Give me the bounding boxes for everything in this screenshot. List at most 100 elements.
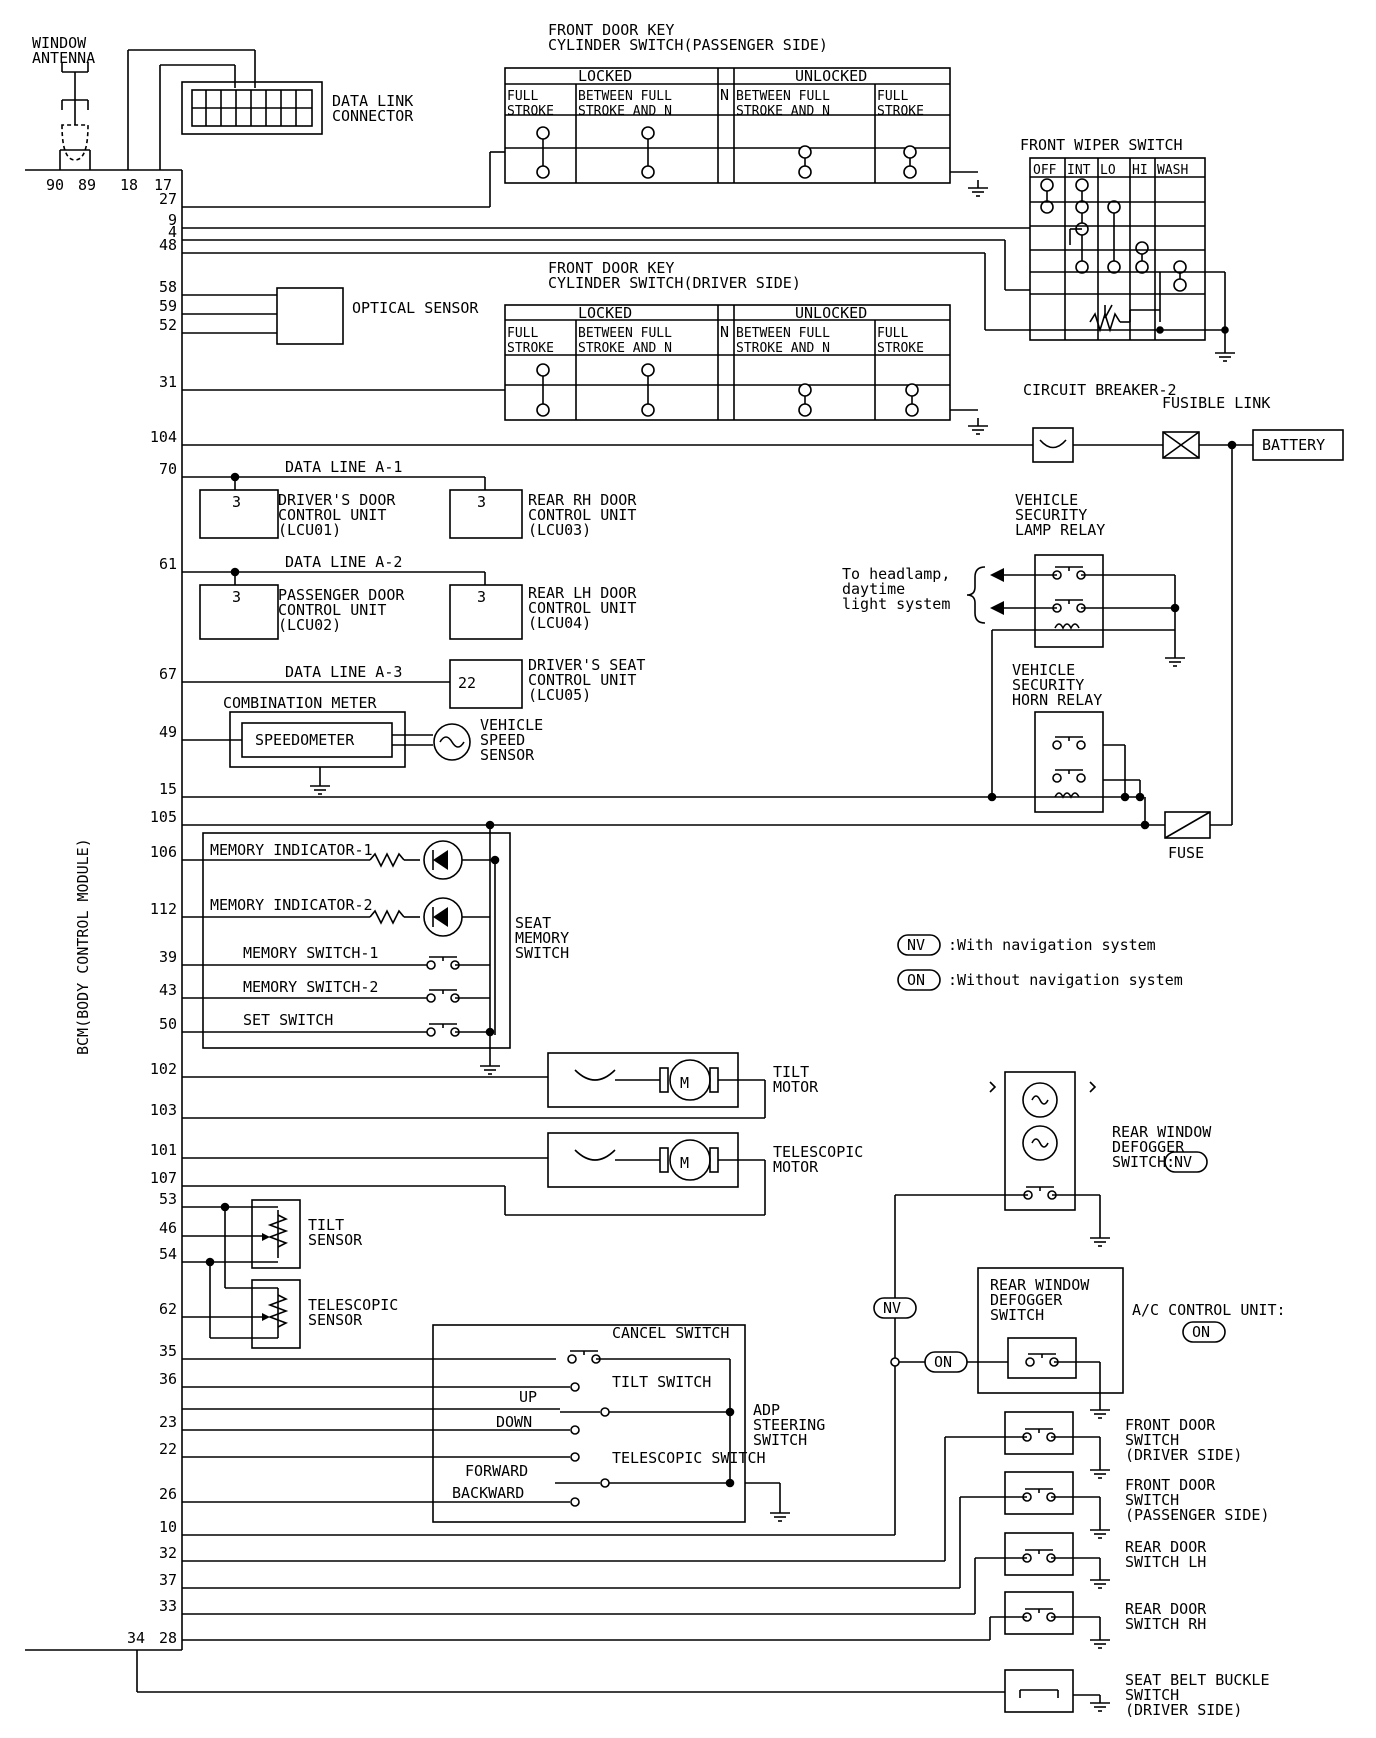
bcm-pin: 34 [127,1629,145,1647]
wiper-col: WASH [1157,163,1188,178]
lcu-pin: 3 [477,493,486,511]
wiper-col: OFF [1033,163,1057,178]
on-tag: ON [934,1353,952,1371]
bcm-pin: 54 [159,1245,177,1263]
power-supply: CIRCUIT BREAKER-2 FUSIBLE LINK BATTERY [182,381,1344,825]
fusible-link-label: FUSIBLE LINK [1162,394,1270,412]
lcu-pin: 3 [232,588,241,606]
bcm-module: BCM(BODY CONTROL MODULE) 90 89 18 17 34 … [25,169,183,1651]
data-line-a2: DATA LINE A-2 [285,553,402,571]
fuse: FUSE [182,811,1232,862]
bcm-pin: 9 [168,211,177,229]
bcm-pin: 43 [159,981,177,999]
optical-sensor-label: OPTICAL SENSOR [352,299,479,317]
bcm-pin: 18 [120,176,138,194]
memory-switch-2: MEMORY SWITCH-2 [243,978,378,996]
bcm-pin: 31 [159,373,177,391]
ac-control-label: A/C CONTROL UNIT: [1132,1301,1286,1319]
bcm-pin: 59 [159,297,177,315]
bcm-pin: 35 [159,1342,177,1360]
set-switch: SET SWITCH [243,1011,333,1029]
telescopic-motor-m: M [680,1154,689,1172]
bcm-pin: 37 [159,1571,177,1589]
fdk-pas-unlocked: UNLOCKED [795,67,867,85]
adp-cancel-label: CANCEL SWITCH [612,1324,729,1342]
bcm-pin: 15 [159,780,177,798]
bcm-pin: 28 [159,1629,177,1647]
fuse-label: FUSE [1168,844,1204,862]
fdk-drv-n: N [720,323,729,341]
wiper-col: HI [1132,163,1148,178]
bcm-pin: 33 [159,1597,177,1615]
bcm-pin: 48 [159,236,177,254]
bcm-pin: 4 [168,223,177,241]
legend: NV :With navigation system ON :Without n… [897,934,1183,991]
bcm-pin: 26 [159,1485,177,1503]
bcm-pin-labels: 2794485859523110470616749151051061123943… [150,190,177,1615]
bcm-pin: 67 [159,665,177,683]
combination-meter-label: COMBINATION METER [223,694,377,712]
bcm-pin: 22 [159,1440,177,1458]
front-wiper-switch: FRONT WIPER SWITCH OFF INT LO HI WASH [182,136,1236,362]
bcm-pin: 39 [159,948,177,966]
bcm-pin: 49 [159,723,177,741]
adp-tele-label: TELESCOPIC SWITCH [612,1449,766,1467]
bcm-pin: 27 [159,190,177,208]
memory-indicator-2: MEMORY INDICATOR-2 [210,896,373,914]
data-line-a1: DATA LINE A-1 [285,458,402,476]
legend-on-tag: ON [907,971,925,989]
nv-tag: NV [883,1299,901,1317]
legend-nv-tag: NV [907,936,925,954]
optical-sensor: OPTICAL SENSOR [182,287,479,345]
wiper-col: INT [1067,163,1091,178]
battery-label: BATTERY [1262,436,1325,454]
bcm-pin: 58 [159,278,177,296]
bcm-pin: 105 [150,808,177,826]
speedometer-label: SPEEDOMETER [255,731,355,749]
adp-tilt-label: TILT SWITCH [612,1373,711,1391]
fdk-pas-n: N [720,86,729,104]
nv-tag: NV [1174,1153,1192,1171]
bcm-pin: 23 [159,1413,177,1431]
seat-memory-switch: MEMORY INDICATOR-1 MEMORY INDICATOR-2 ME… [182,820,569,1075]
circuit-breaker-label: CIRCUIT BREAKER-2 [1023,381,1177,399]
bcm-pin: 89 [78,176,96,194]
adp-backward: BACKWARD [452,1484,524,1502]
bcm-pin: 36 [159,1370,177,1388]
bcm-pin: 62 [159,1300,177,1318]
data-line-a3: DATA LINE A-3 [285,663,402,681]
